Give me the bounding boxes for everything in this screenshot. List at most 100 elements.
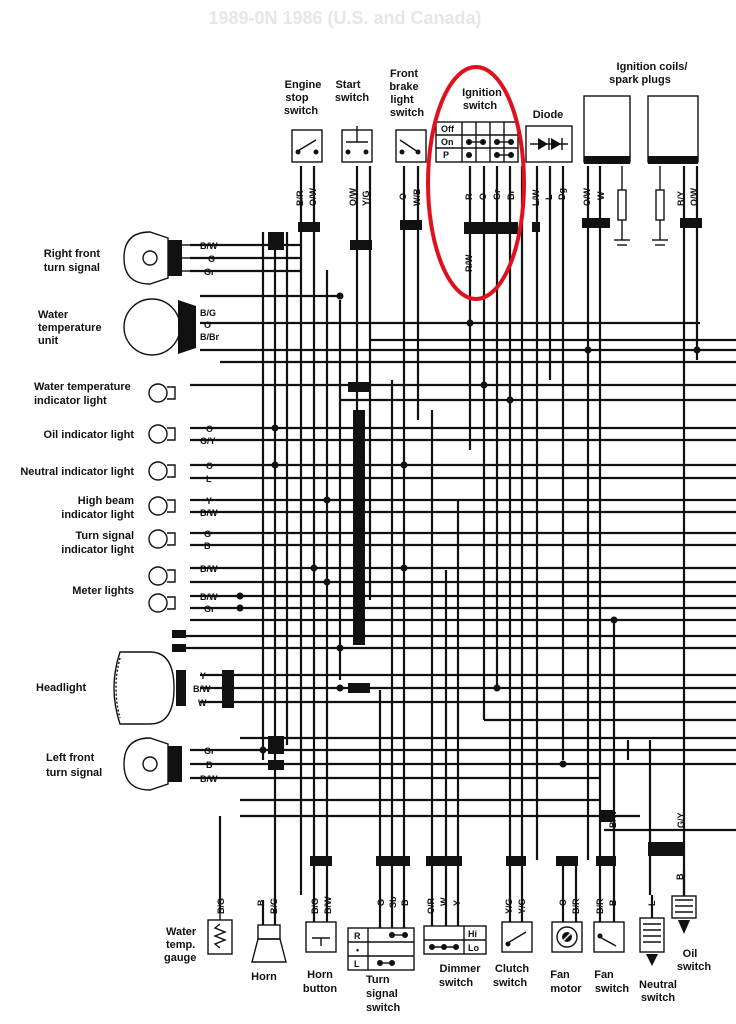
fan-switch: Fan switch [593, 921, 630, 995]
water-temp-gauge: Water temp. gauge [164, 912, 233, 964]
top-connectors [298, 218, 702, 250]
svg-text:switch: switch [439, 977, 474, 989]
svg-text:B: B [204, 541, 211, 551]
svg-text:switch: switch [366, 1002, 401, 1014]
svg-text:L: L [206, 474, 212, 484]
junction-dots [236, 292, 701, 768]
svg-text:gauge: gauge [164, 952, 196, 964]
oil-switch: Oil switch [671, 895, 712, 973]
svg-text:Right front: Right front [44, 248, 101, 260]
svg-text:Oil: Oil [683, 948, 698, 960]
svg-text:Water: Water [166, 926, 197, 938]
water-temperature-unit: Water temperature unit B/G O B/Br [38, 298, 219, 356]
svg-text:Water temperature: Water temperature [34, 381, 131, 393]
ignition-coil-2 [647, 95, 699, 164]
svg-text:On: On [441, 137, 454, 147]
svg-text:Oil indicator light: Oil indicator light [44, 429, 135, 441]
neutral-switch: Neutral switch [639, 917, 677, 1004]
svg-text:Fan: Fan [594, 969, 614, 981]
horizontal-wires [176, 243, 736, 832]
svg-text:temp.: temp. [166, 939, 195, 951]
spark-plug-2 [652, 166, 668, 246]
svg-text:Dimmer: Dimmer [440, 963, 482, 975]
svg-text:Neutral: Neutral [639, 979, 677, 991]
svg-text:L: L [354, 959, 360, 969]
svg-text:G: G [204, 529, 211, 539]
oil-indicator-light: Oil indicator light O G/Y [44, 424, 216, 446]
svg-text:Left front: Left front [46, 752, 95, 764]
svg-text:B/W: B/W [200, 564, 218, 574]
svg-text:B/Y: B/Y [676, 191, 686, 206]
svg-text:brake: brake [389, 81, 418, 93]
engine-stop-switch-label: Engine stop switch [284, 79, 321, 117]
svg-text:Fan: Fan [550, 969, 570, 981]
faint-header: 1989-0N 1986 (U.S. and Canada) [208, 8, 481, 28]
svg-text:B/W: B/W [608, 810, 618, 828]
svg-text:Horn: Horn [307, 969, 333, 981]
horn: Horn [251, 924, 287, 983]
svg-text:O: O [206, 424, 213, 434]
meter-lights: Meter lights B/W B/W Gr [72, 564, 218, 614]
svg-text:High beam: High beam [78, 495, 134, 507]
headlight: Headlight Y B/W W [36, 651, 211, 725]
svg-text:Hi: Hi [468, 929, 477, 939]
ignition-coil-1 [583, 95, 631, 164]
svg-text:Meter lights: Meter lights [72, 585, 134, 597]
horn-button: Horn button [303, 921, 337, 995]
svg-text:Turn: Turn [366, 974, 390, 986]
svg-text:O/W: O/W [689, 187, 699, 206]
neutral-indicator-light: Neutral indicator light O L [20, 461, 213, 484]
front-brake-switch-label: Front brake light switch [389, 68, 424, 119]
svg-text:switch: switch [677, 961, 712, 973]
svg-text:button: button [303, 983, 337, 995]
svg-text:G/Y: G/Y [200, 436, 216, 446]
svg-text:signal: signal [366, 988, 398, 1000]
ignition-switch-highlight [426, 65, 526, 301]
right-front-turn-signal: Right front turn signal B/W G Gr [44, 231, 218, 285]
svg-text:indicator light: indicator light [61, 544, 134, 556]
svg-text:spark plugs: spark plugs [609, 74, 671, 86]
svg-text:B/W: B/W [200, 774, 218, 784]
diode-symbol [525, 125, 573, 163]
svg-text:P: P [443, 150, 449, 160]
bottom-drops [218, 800, 686, 928]
svg-text:Y: Y [206, 496, 212, 506]
svg-text:Engine: Engine [285, 79, 322, 91]
svg-text:B/G: B/G [200, 308, 216, 318]
svg-text:Ignition: Ignition [462, 87, 502, 99]
svg-text:switch: switch [284, 105, 319, 117]
dimmer-switch: Hi Lo Dimmer switch [423, 925, 487, 989]
svg-text:switch: switch [641, 992, 676, 1004]
bottom-connectors [310, 856, 616, 866]
svg-text:Horn: Horn [251, 971, 277, 983]
svg-text:Headlight: Headlight [36, 682, 86, 694]
svg-text:O/W: O/W [348, 187, 358, 206]
svg-text:B/Br: B/Br [200, 332, 219, 342]
svg-text:switch: switch [335, 92, 370, 104]
spark-plug-1 [614, 166, 630, 246]
svg-text:Turn signal: Turn signal [76, 530, 134, 542]
svg-text:Lo: Lo [468, 943, 479, 953]
svg-text:switch: switch [493, 977, 528, 989]
svg-text:Neutral indicator light: Neutral indicator light [20, 466, 134, 478]
svg-text:Start: Start [335, 79, 360, 91]
start-switch-label: Start switch [335, 79, 370, 104]
svg-text:B/W: B/W [200, 592, 218, 602]
svg-text:Water: Water [38, 309, 69, 321]
vertical-wires [261, 166, 699, 895]
svg-text:Gr: Gr [204, 267, 215, 277]
engine-stop-switch-symbol [291, 129, 323, 163]
svg-text:switch: switch [595, 983, 630, 995]
svg-text:W: W [198, 698, 207, 708]
svg-text:temperature: temperature [38, 322, 102, 334]
svg-text:B: B [256, 899, 266, 906]
svg-text:unit: unit [38, 335, 58, 347]
svg-text:Ignition coils/: Ignition coils/ [617, 61, 688, 73]
diode-label: Diode [533, 109, 564, 121]
svg-text:Y/G: Y/G [361, 190, 371, 206]
svg-text:Y: Y [200, 671, 206, 681]
svg-text:Gr: Gr [204, 746, 215, 756]
svg-text:W: W [439, 897, 449, 906]
high-beam-indicator-light: High beam indicator light Y B/W [61, 495, 218, 521]
svg-text:B/W: B/W [200, 508, 218, 518]
